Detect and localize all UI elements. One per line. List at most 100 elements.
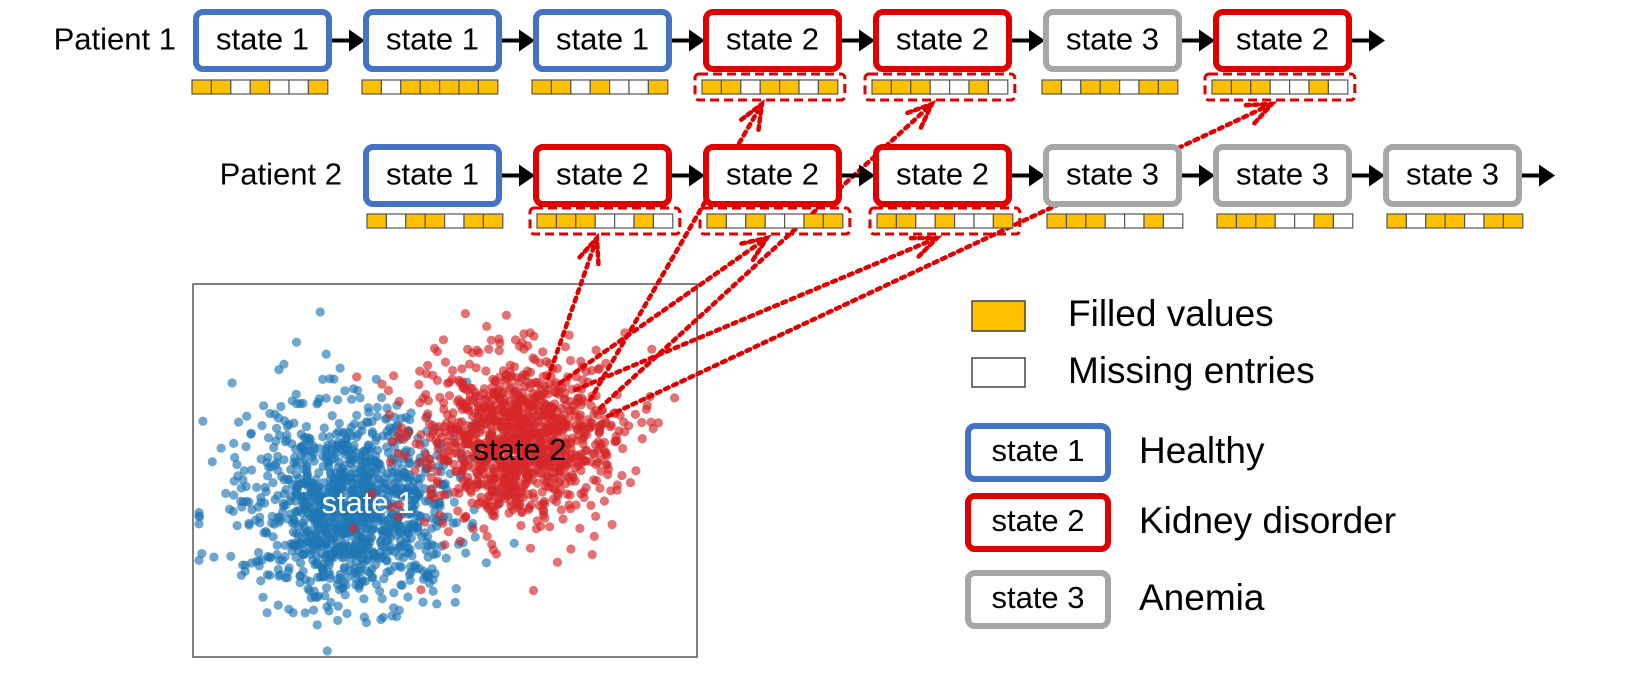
scatter-point — [450, 437, 460, 447]
state-box — [1213, 144, 1352, 207]
scatter-point — [393, 512, 404, 522]
legend-filled-label: Filled values — [1068, 293, 1274, 334]
scatter-point — [242, 411, 252, 421]
scatter-point — [254, 547, 264, 558]
scatter-point — [207, 457, 217, 467]
state-box — [193, 9, 332, 72]
legend-state-label: state 1 — [991, 433, 1084, 468]
filled-cell — [706, 213, 727, 229]
state-box — [1043, 9, 1182, 72]
scatter-point — [528, 585, 539, 596]
filled-cell — [550, 79, 572, 95]
scatter-point — [384, 410, 394, 420]
scatter-point — [422, 463, 432, 473]
transition-arrow-head — [1029, 164, 1045, 187]
scatter-point — [357, 426, 367, 436]
scatter-point — [637, 434, 647, 444]
scatter-point — [423, 396, 433, 406]
scatter-point — [252, 482, 262, 492]
scatter-point — [404, 570, 414, 580]
state-label: state 2 — [726, 22, 819, 57]
scatter-point — [278, 507, 288, 517]
scatter-point — [334, 418, 344, 428]
scatter-point — [458, 400, 468, 410]
scatter-point — [491, 500, 501, 511]
transition-arrow-head — [1539, 164, 1555, 187]
filled-cell — [992, 213, 1014, 229]
scatter-point — [262, 608, 272, 618]
scatter-point — [289, 516, 299, 526]
scatter-point — [513, 422, 523, 432]
scatter-point — [324, 606, 334, 616]
scatter-point — [404, 548, 414, 558]
cluster-highlight-frame — [863, 72, 1017, 102]
scatter-point — [440, 540, 450, 550]
scatter-point — [443, 410, 453, 420]
scatter-point — [378, 431, 388, 441]
scatter-point — [435, 510, 445, 520]
scatter-point — [506, 471, 516, 481]
scatter-point — [371, 451, 381, 461]
scatter-point — [504, 508, 514, 518]
scatter-point — [420, 517, 430, 527]
missing-cell — [1405, 213, 1427, 229]
scatter-point — [291, 540, 301, 551]
scatter-point — [506, 372, 516, 382]
scatter-point — [591, 345, 601, 355]
scatter-point — [318, 432, 328, 442]
scatter-point — [332, 544, 342, 554]
scatter-point — [570, 463, 580, 473]
scatter-point — [327, 411, 337, 421]
scatter-point — [464, 478, 475, 488]
transition-arrow-head — [1369, 29, 1385, 52]
scatter-point — [288, 527, 298, 537]
scatter-point — [509, 538, 519, 548]
filled-cell — [1216, 213, 1237, 229]
scatter-point — [339, 564, 350, 574]
filled-cell — [1444, 213, 1466, 229]
missing-cell — [385, 213, 407, 229]
scatter-point — [538, 347, 548, 357]
scatter-point — [565, 355, 576, 366]
scatter-point — [532, 516, 542, 526]
legend-state-meaning: Anemia — [1139, 577, 1265, 618]
value-strip — [191, 79, 329, 95]
scatter-point — [325, 499, 336, 509]
scatter-point — [333, 615, 343, 626]
scatter-point — [457, 364, 467, 374]
scatter-cluster-2 — [349, 309, 680, 596]
transition-arrow-head — [859, 164, 875, 187]
scatter-point — [445, 377, 455, 387]
scatter-point — [299, 433, 309, 443]
scatter-point — [423, 409, 433, 419]
scatter-point — [414, 379, 424, 390]
filled-cell — [589, 79, 611, 95]
state-label: state 2 — [556, 157, 649, 192]
scatter-point — [278, 498, 288, 508]
scatter-point — [587, 365, 597, 376]
state-box — [873, 144, 1012, 207]
scatter-point — [415, 366, 425, 376]
missing-cell — [953, 213, 975, 229]
scatter-point — [493, 449, 503, 459]
missing-cell — [1274, 213, 1296, 229]
filled-cell — [249, 79, 271, 95]
scatter-point — [480, 394, 490, 404]
scatter-point — [351, 511, 361, 521]
scatter-point — [517, 507, 527, 517]
scatter-point — [280, 552, 290, 562]
scatter-point — [402, 430, 412, 440]
scatter-point — [454, 483, 464, 494]
scatter-point — [540, 388, 550, 398]
filled-cell — [934, 213, 956, 229]
missing-cell — [288, 79, 309, 95]
scatter-point — [272, 423, 282, 433]
scatter-point — [513, 466, 523, 476]
scatter-point — [449, 497, 459, 507]
scatter-point — [547, 417, 557, 427]
scatter-point — [232, 521, 242, 531]
scatter-point — [236, 483, 246, 493]
cluster-link-line — [572, 235, 940, 393]
scatter-point — [236, 570, 247, 580]
filled-cell — [1138, 79, 1159, 95]
